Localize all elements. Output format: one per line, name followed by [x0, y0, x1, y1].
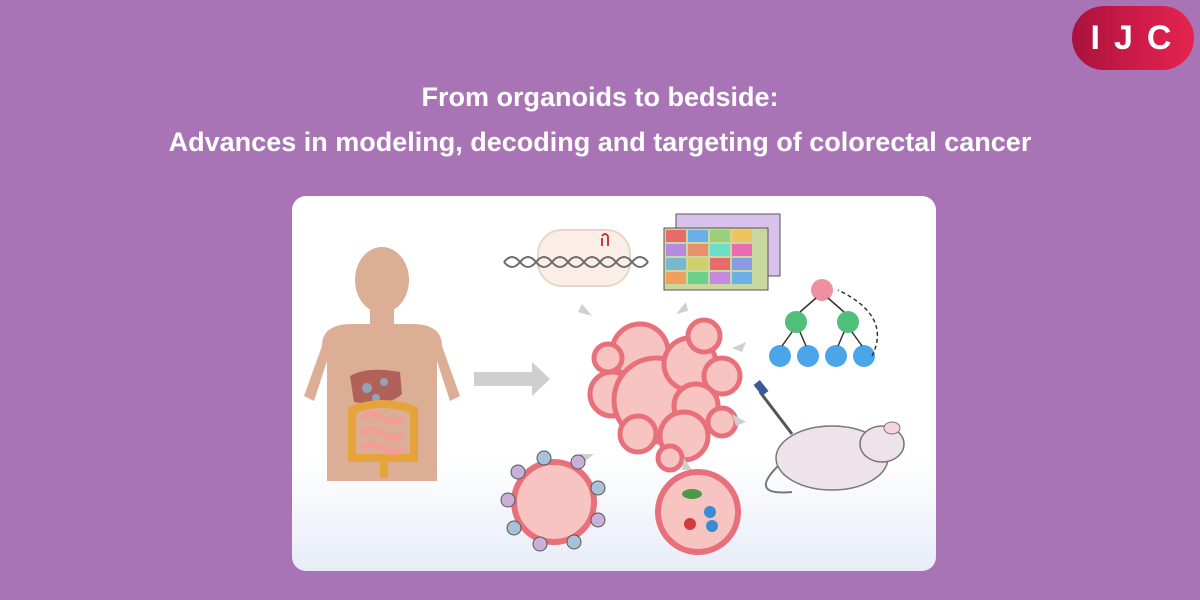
page-title-line-2: Advances in modeling, decoding and targe… — [168, 127, 1032, 157]
page-title-line-1: From organoids to bedside: — [421, 82, 779, 112]
organoid-cluster-icon — [587, 317, 743, 473]
ijc-logo-text: IJC — [1090, 18, 1186, 57]
crispr-dna-icon — [503, 229, 649, 287]
organoid-microbe-coculture-icon — [655, 469, 741, 555]
organoid-immune-coculture-icon — [500, 450, 606, 552]
arrow-body-to-organoid — [474, 362, 550, 396]
cell-hierarchy-icon — [769, 279, 879, 367]
omics-heatmap-icon — [663, 213, 781, 291]
graphical-abstract-illustration — [304, 213, 905, 555]
graphical-abstract-panel — [292, 196, 936, 571]
ijc-logo: IJC — [1072, 6, 1194, 70]
human-body-icon — [304, 247, 460, 481]
mouse-injection-icon — [753, 380, 905, 494]
